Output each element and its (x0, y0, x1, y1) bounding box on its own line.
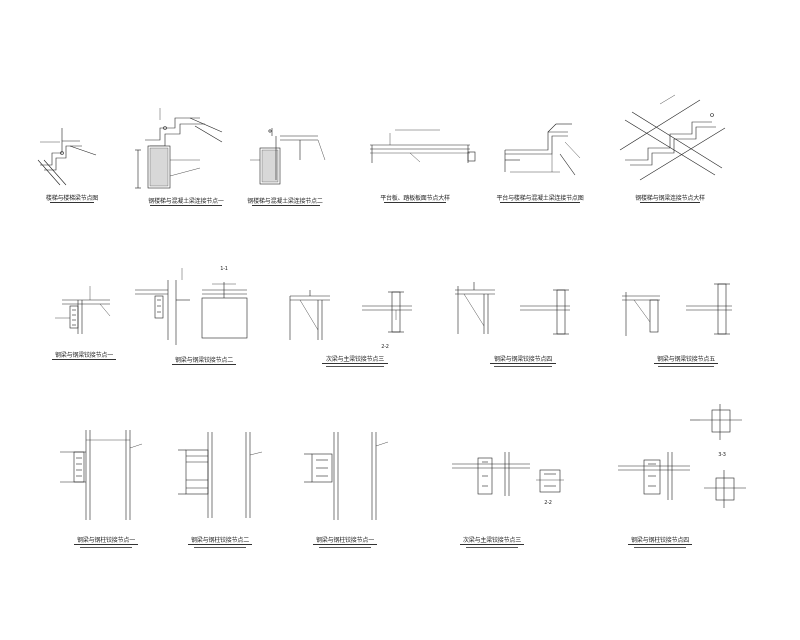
detail-stair-concrete-beam-1 (135, 108, 223, 189)
detail-stair-steel-beam (619, 94, 726, 181)
caption-row3-3: 钢梁与钢柱铰接节点一 (315, 537, 375, 544)
caption-row1-4: 平台板、踏板板面节点大样 (380, 195, 450, 202)
caption-underline (150, 205, 222, 206)
caption-row2-2: 钢梁与钢梁铰接节点二 (174, 357, 234, 364)
detail-beam-column-hinge-1 (60, 430, 143, 520)
detail-beam-column-hinge-2 (178, 432, 263, 518)
caption-row2-3: 次梁与主梁铰接节点三 (325, 356, 385, 363)
section-mark: 1-1 (220, 266, 228, 272)
detail-secondary-main-hinge-3-row3 (452, 452, 564, 496)
caption-underline (460, 544, 524, 545)
caption-row2-1: 钢梁与钢梁铰接节点一 (54, 352, 114, 359)
caption-row2-4: 钢梁与钢梁铰接节点四 (493, 356, 553, 363)
detail-secondary-main-hinge-3 (289, 290, 412, 340)
caption-row1-6: 钢楼梯与钢梁连接节点大样 (635, 195, 705, 202)
caption-subline (80, 547, 132, 548)
caption-underline (628, 544, 692, 545)
detail-platform-stair-beam (504, 123, 581, 176)
caption-subline (494, 366, 552, 367)
caption-subline (326, 366, 384, 367)
caption-row3-4: 次梁与主梁铰接节点三 (462, 537, 522, 544)
detail-beam-column-hinge-1-alt (304, 432, 389, 520)
caption-underline (252, 205, 320, 206)
detail-beam-column-hinge-4 (618, 404, 746, 508)
detail-stair-concrete-beam-2 (250, 128, 326, 185)
section-mark: 3-3 (718, 452, 726, 458)
caption-row3-5: 钢梁与钢柱铰接节点四 (630, 537, 690, 544)
caption-subline (466, 547, 518, 548)
caption-subline (319, 547, 371, 548)
caption-subline (634, 547, 686, 548)
caption-underline (188, 544, 252, 545)
caption-underline (384, 202, 446, 203)
caption-row3-1: 钢梁与钢柱铰接节点一 (76, 537, 136, 544)
caption-underline (74, 544, 138, 545)
caption-underline (322, 363, 388, 364)
caption-row1-2: 钢楼梯与混凝土梁连接节点一 (148, 198, 224, 205)
section-mark: 2-2 (381, 344, 389, 350)
caption-underline (172, 364, 236, 365)
detail-beam-hinge-5 (622, 283, 732, 336)
caption-underline (52, 359, 116, 360)
caption-row2-5: 钢梁与钢梁铰接节点五 (656, 356, 716, 363)
caption-row1-5: 平台与楼梯与混凝土梁连接节点图 (496, 195, 584, 202)
caption-underline (654, 363, 718, 364)
caption-underline (313, 544, 377, 545)
section-mark: 2-2 (544, 500, 552, 506)
caption-row1-1: 楼梯与楼梯梁节点图 (45, 195, 99, 202)
caption-underline (50, 202, 94, 203)
caption-underline (640, 202, 700, 203)
caption-row3-2: 钢梁与钢柱铰接节点二 (190, 537, 250, 544)
detail-stair-to-beam (37, 128, 97, 186)
caption-underline (500, 202, 580, 203)
caption-subline (194, 547, 246, 548)
caption-underline (490, 363, 556, 364)
caption-row1-3: 钢楼梯与混凝土梁连接节点二 (247, 198, 323, 205)
detail-beam-hinge-2 (135, 268, 248, 345)
caption-subline (658, 366, 714, 367)
detail-platform-tread (370, 129, 476, 163)
detail-beam-hinge-4 (455, 282, 570, 335)
detail-beam-hinge-1 (55, 286, 111, 334)
